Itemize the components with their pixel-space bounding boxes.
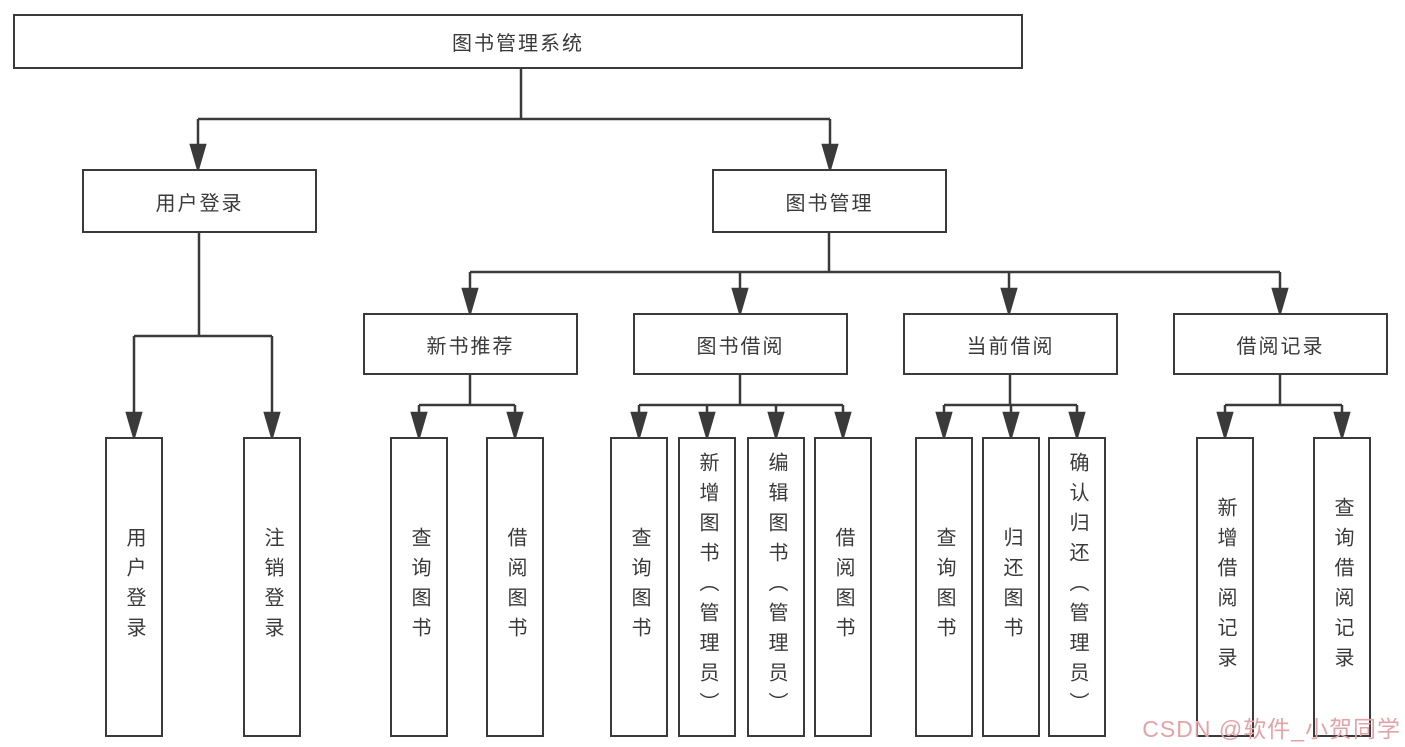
leaf-query-books-3-label: 查询图书 [933, 527, 955, 647]
rail-newbook-group [419, 375, 515, 407]
arrow-g4-add [1216, 405, 1234, 442]
leaf-user-login: 用户登录 [105, 437, 163, 737]
leaf-query-borrow-record-label: 查询借阅记录 [1331, 497, 1353, 677]
leaf-borrow-books-1: 借阅图书 [486, 437, 544, 737]
leaf-return-books: 归还图书 [982, 437, 1040, 737]
leaf-query-books-1: 查询图书 [390, 437, 448, 737]
arrow-to-newbook [461, 272, 479, 318]
arrow-g1-query [410, 405, 428, 442]
node-book-management: 图书管理 [712, 169, 947, 233]
leaf-query-books-3: 查询图书 [915, 437, 973, 737]
leaf-query-books-1-label: 查询图书 [408, 527, 430, 647]
arrow-g2-edit [767, 405, 785, 442]
leaf-borrow-books-2-label: 借阅图书 [832, 527, 854, 647]
rail-root-to-level2 [198, 69, 830, 121]
arrow-g3-confirm [1068, 405, 1086, 442]
leaf-query-books-2-label: 查询图书 [628, 527, 650, 647]
node-current-borrowing: 当前借阅 [903, 313, 1118, 375]
arrow-g2-add [698, 405, 716, 442]
leaf-confirm-return-admin-label: 确认归还（管理员） [1066, 452, 1088, 722]
leaf-user-login-label: 用户登录 [123, 527, 145, 647]
node-new-book-recommend: 新书推荐 [363, 313, 578, 375]
rail-current-group [944, 375, 1077, 407]
leaf-return-books-label: 归还图书 [1000, 527, 1022, 647]
node-user-login: 用户登录 [82, 169, 317, 233]
leaf-query-borrow-record: 查询借阅记录 [1313, 437, 1371, 737]
node-borrowing-records: 借阅记录 [1173, 313, 1388, 375]
leaf-add-books-admin: 新增图书（管理员） [678, 437, 736, 737]
leaf-add-borrow-record: 新增借阅记录 [1196, 437, 1254, 737]
arrow-g2-query [630, 405, 648, 442]
arrow-to-book-mgmt [821, 119, 839, 174]
rail-borrow-group [639, 375, 843, 407]
leaf-borrow-books-1-label: 借阅图书 [504, 527, 526, 647]
leaf-query-books-2: 查询图书 [610, 437, 668, 737]
rail-bookmgmt-to-level3 [470, 233, 1280, 274]
arrow-to-currentborrow [1000, 272, 1018, 318]
leaf-add-books-admin-label: 新增图书（管理员） [696, 452, 718, 722]
rail-record-group [1225, 375, 1342, 407]
csdn-watermark: CSDN @软件_小贺同学 [1142, 716, 1401, 742]
arrow-g1-borrow [506, 405, 524, 442]
node-book-borrowing: 图书借阅 [633, 313, 848, 375]
arrow-to-leaf-logout [263, 336, 281, 442]
leaf-add-borrow-record-label: 新增借阅记录 [1214, 497, 1236, 677]
arrow-g3-return [1002, 405, 1020, 442]
arrow-to-user-login [189, 119, 207, 174]
arrow-to-leaf-login [125, 336, 143, 442]
leaf-logout: 注销登录 [243, 437, 301, 737]
leaf-logout-label: 注销登录 [261, 527, 283, 647]
rail-userlogin-group [134, 233, 272, 338]
arrow-to-bookborrow [731, 272, 749, 318]
arrow-g2-borrow [834, 405, 852, 442]
arrow-g3-query [935, 405, 953, 442]
leaf-borrow-books-2: 借阅图书 [814, 437, 872, 737]
arrow-g4-query [1333, 405, 1351, 442]
arrow-to-borrowrecord [1271, 272, 1289, 318]
leaf-edit-books-admin: 编辑图书（管理员） [747, 437, 805, 737]
leaf-edit-books-admin-label: 编辑图书（管理员） [765, 452, 787, 722]
leaf-confirm-return-admin: 确认归还（管理员） [1048, 437, 1106, 737]
node-library-management-system: 图书管理系统 [13, 14, 1023, 69]
